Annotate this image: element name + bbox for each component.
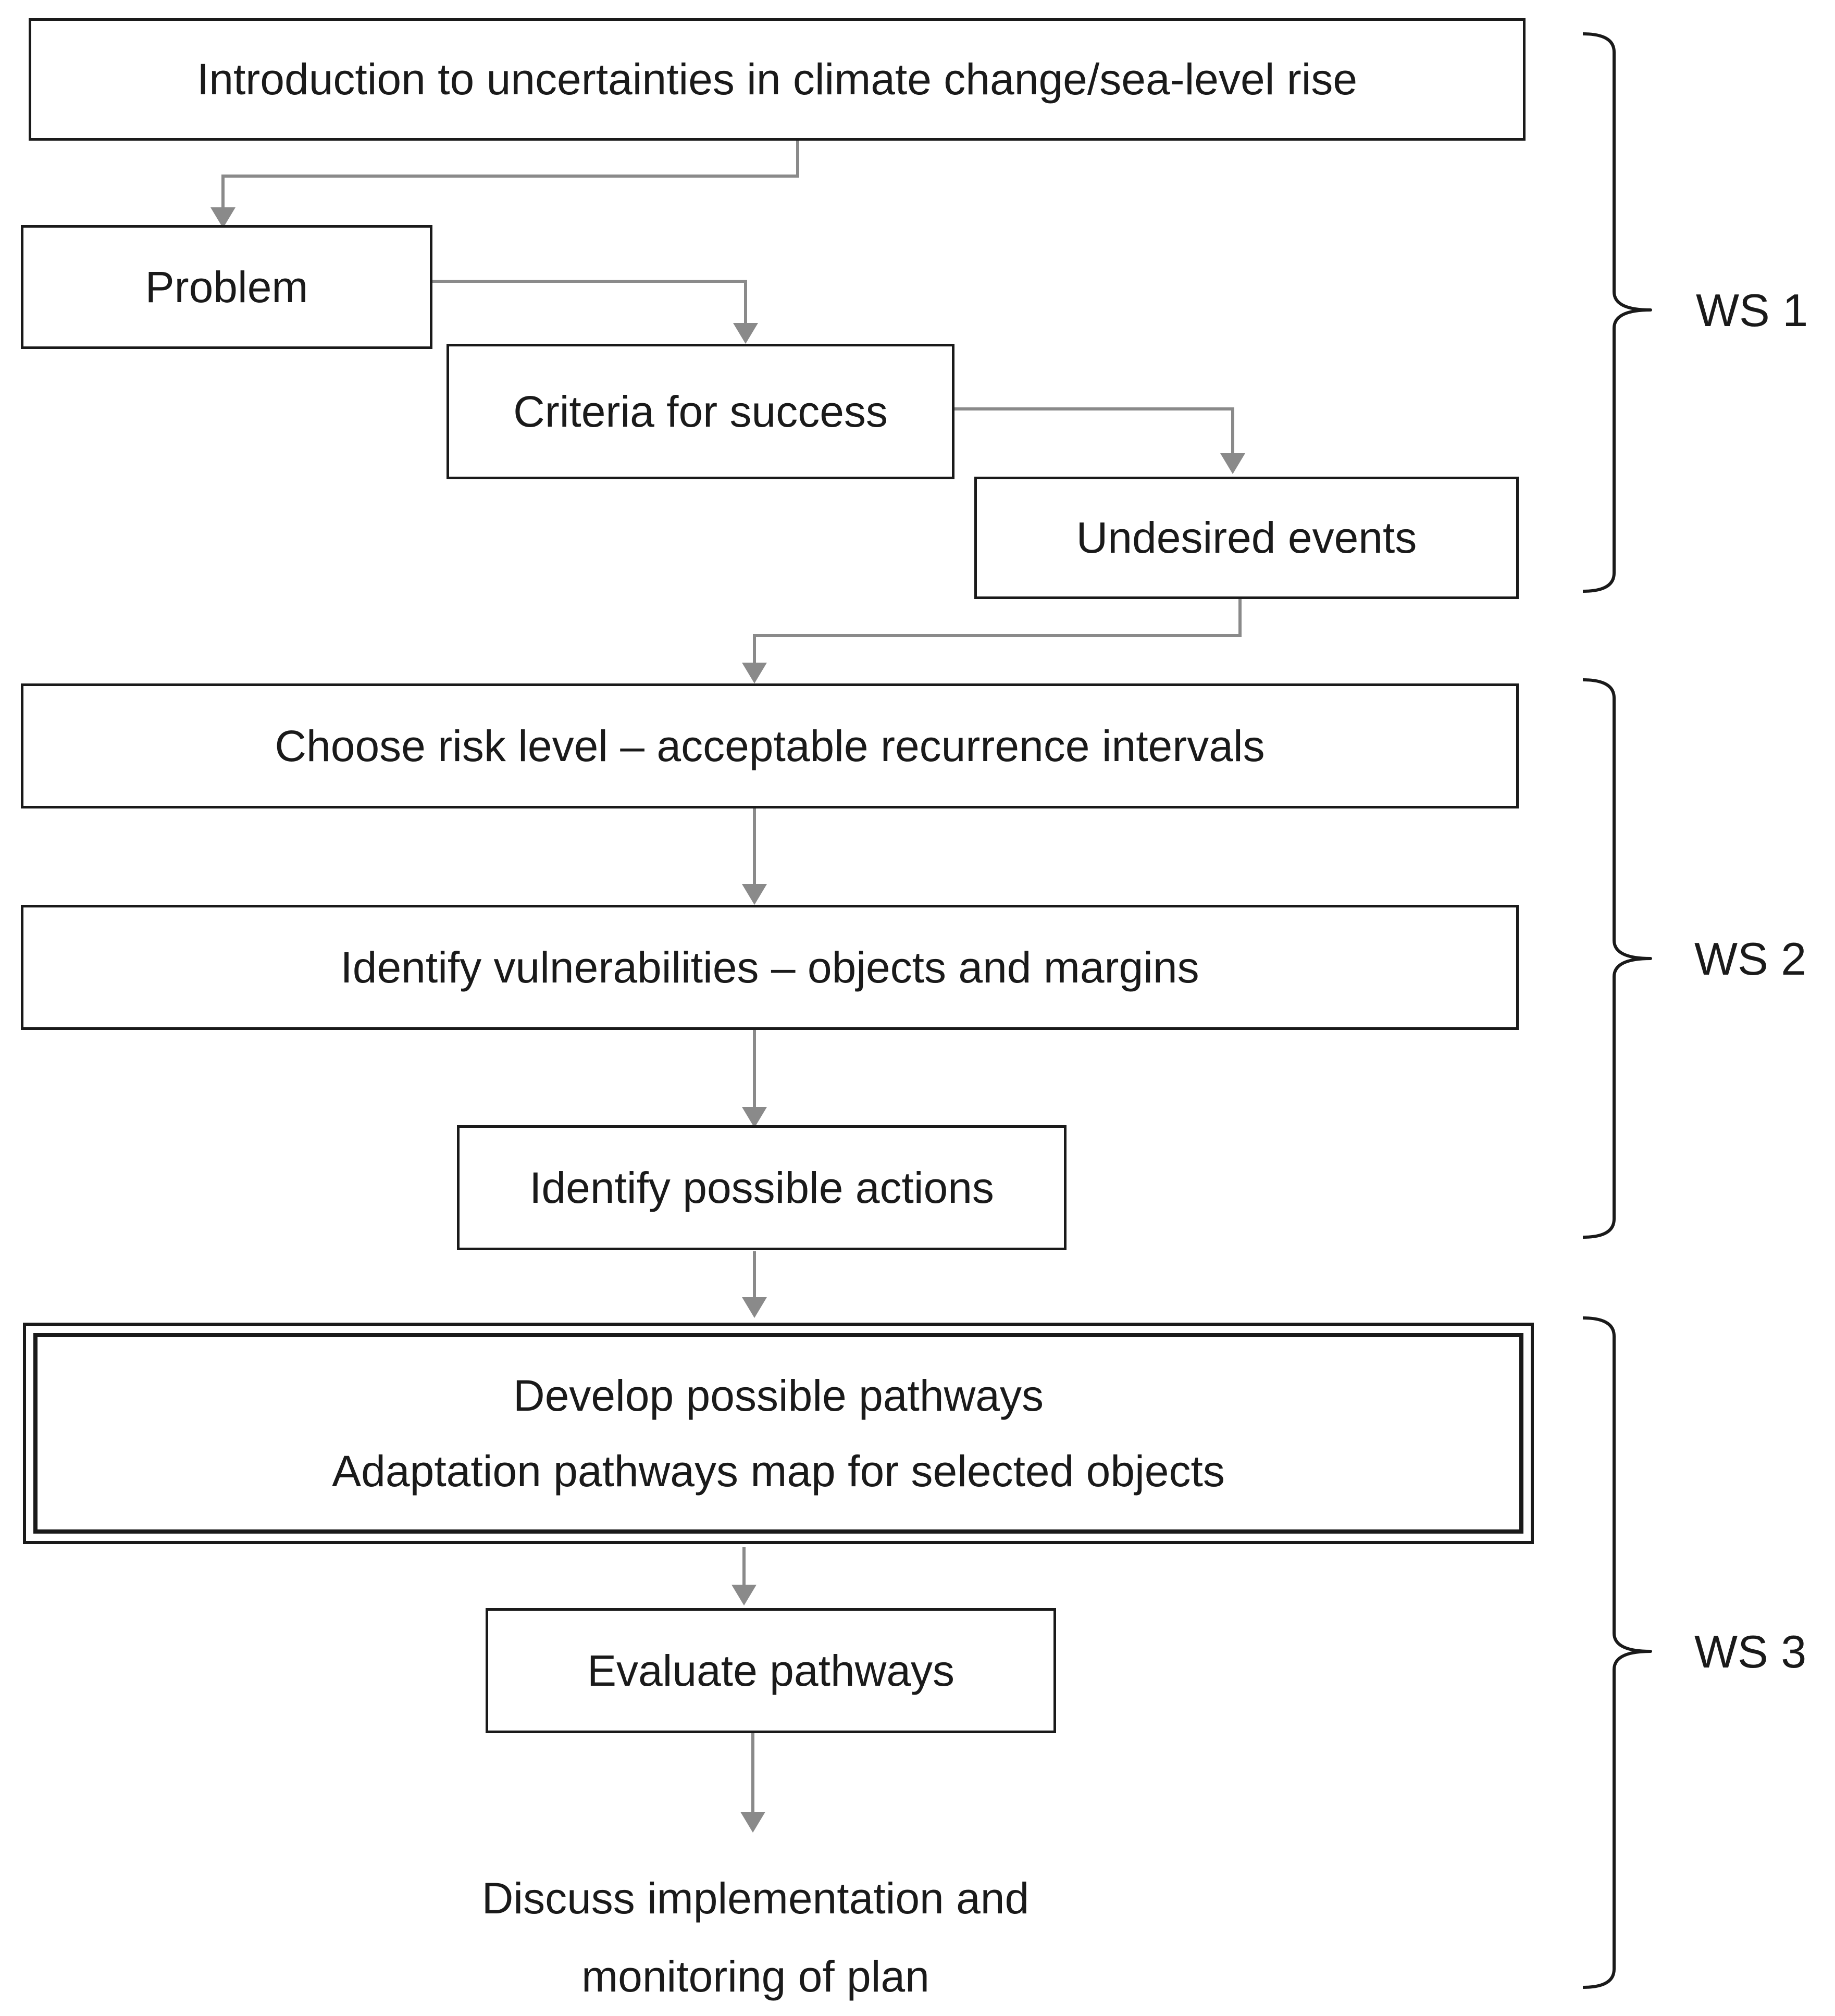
step-actions-label: Identify possible actions — [529, 1163, 994, 1212]
arrowhead — [742, 884, 767, 905]
arrowhead — [210, 207, 235, 228]
arrowheads — [210, 207, 1245, 1833]
arrow-problem-to-criteria — [431, 280, 747, 328]
arrowhead — [731, 1585, 757, 1606]
step-vulnerabilities-label: Identify vulnerabilities – objects and m… — [340, 942, 1199, 992]
step-intro: Introduction to uncertainties in climate… — [29, 18, 1526, 141]
step-intro-label: Introduction to uncertainties in climate… — [196, 55, 1358, 104]
arrowhead — [1220, 453, 1245, 474]
brace-ws3 — [1582, 1316, 1652, 1989]
step-implement-line2: monitoring of plan — [581, 1952, 929, 2001]
step-evaluate: Evaluate pathways — [486, 1608, 1056, 1733]
step-implement-line1: Discuss implementation and — [481, 1874, 1030, 1923]
brace-ws2 — [1582, 678, 1652, 1239]
step-risk-level: Choose risk level – acceptable recurrenc… — [21, 683, 1519, 808]
arrowhead — [742, 1297, 767, 1318]
step-criteria-label: Criteria for success — [513, 387, 888, 436]
arrowhead — [742, 663, 767, 683]
step-pathways-line2: Adaptation pathways map for selected obj… — [332, 1446, 1225, 1496]
step-actions: Identify possible actions — [457, 1125, 1067, 1250]
arrow-intro-to-problem — [221, 138, 799, 208]
arrow-undesired-to-risk — [753, 596, 1242, 672]
arrow-criteria-to-undesired — [953, 407, 1234, 458]
step-problem: Problem — [21, 225, 432, 349]
step-criteria: Criteria for success — [447, 344, 954, 479]
step-evaluate-label: Evaluate pathways — [587, 1646, 955, 1695]
workshop-label-ws3: WS 3 — [1694, 1626, 1807, 1677]
step-undesired: Undesired events — [974, 477, 1519, 599]
step-pathways-line1: Develop possible pathways — [513, 1371, 1044, 1421]
step-problem-label: Problem — [145, 262, 308, 312]
step-implement: Discuss implementation and monitoring of… — [365, 1860, 1146, 2016]
brace-ws1 — [1582, 32, 1652, 593]
step-pathways: Develop possible pathways Adaptation pat… — [23, 1323, 1534, 1544]
step-vulnerabilities: Identify vulnerabilities – objects and m… — [21, 905, 1519, 1030]
arrowhead — [740, 1812, 765, 1833]
workshop-label-ws2: WS 2 — [1694, 933, 1807, 985]
workshop-label-ws1: WS 1 — [1696, 284, 1808, 336]
arrowhead — [742, 1107, 767, 1128]
step-undesired-label: Undesired events — [1076, 513, 1417, 563]
arrowhead — [733, 323, 758, 344]
step-risk-level-label: Choose risk level – acceptable recurrenc… — [275, 721, 1265, 770]
